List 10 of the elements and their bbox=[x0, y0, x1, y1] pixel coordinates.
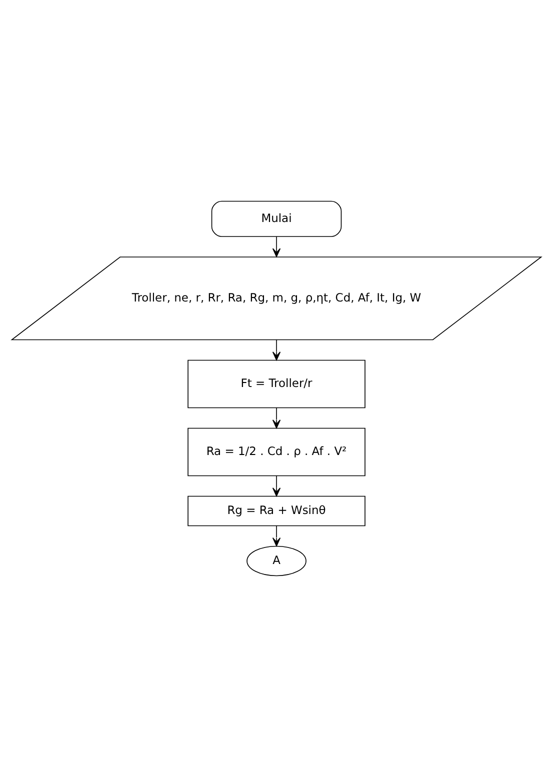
node-box: Ra = 1/2 . Cd . ρ . Af . V² bbox=[188, 427, 366, 476]
arrow bbox=[272, 236, 281, 257]
arrow bbox=[272, 474, 281, 496]
node-box: Mulai bbox=[211, 200, 342, 236]
node-box: Ft = Troller/r bbox=[188, 359, 366, 408]
node-ellipse: A bbox=[246, 545, 306, 576]
arrow bbox=[272, 524, 281, 546]
node-box: Rg = Ra + Wsinθ bbox=[188, 495, 366, 526]
arrow bbox=[272, 407, 281, 428]
arrow bbox=[272, 339, 281, 360]
